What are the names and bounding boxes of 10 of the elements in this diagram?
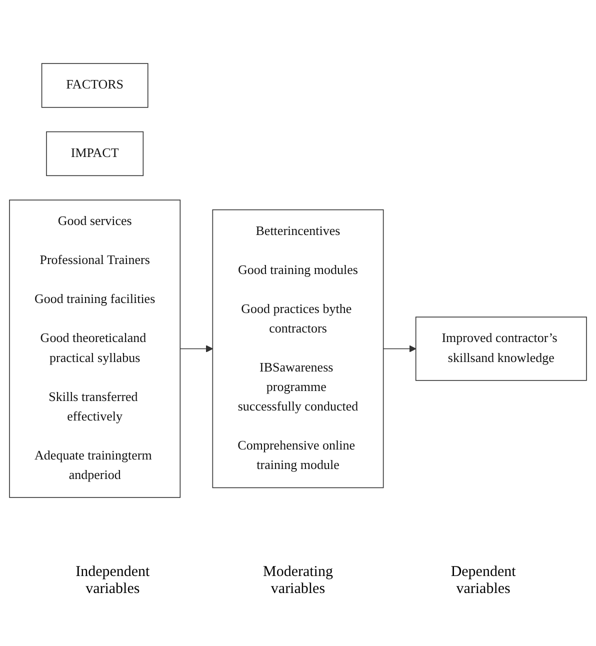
arrow [382,344,416,352]
arrow [180,344,213,352]
variable-caption: Dependent variables [450,564,517,598]
node-box: Betterincentives Good training modules Good practices bythe contractors IBSawareness programme successfully conducted Comprehensive online training module [212,208,384,488]
node-box: Improved contractor’s skillsand knowledge [415,316,587,380]
node-box: IMPACT [46,130,144,176]
variable-caption: Moderating variables [262,564,334,598]
node-box: Good services Professional Trainers Good training facilities Good theoreticaland practical syllabus Skills transferred effectively Adequate trainingterm andperiod [9,199,181,498]
variable-caption: Independent variables [74,564,151,598]
node-box: FACTORS [41,62,148,108]
